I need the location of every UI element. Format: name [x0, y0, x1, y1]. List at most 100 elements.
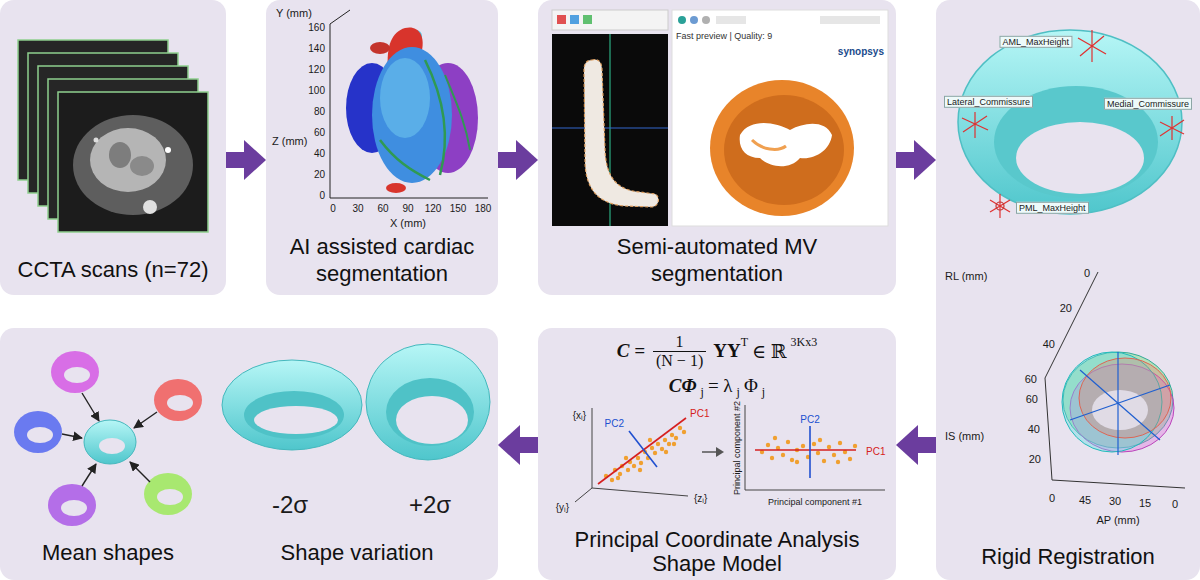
heart-model-axes [330, 10, 350, 24]
software-screenshot [610, 34, 611, 226]
landmark-label: PML_MaxHeight [1016, 202, 1089, 214]
landmark-label: Lateral_Commissure [944, 96, 1033, 108]
label-slot: -2σ [272, 491, 308, 519]
flow-arrow [520, 437, 538, 453]
data-points [795, 460, 799, 464]
software-screenshot [552, 128, 668, 129]
registration-axes [1045, 378, 1052, 480]
variation-shape [396, 396, 468, 444]
label-slot: Lateral_Commissure [944, 91, 1033, 109]
label-slot: AML_MaxHeight [999, 31, 1072, 49]
subject-shape [14, 351, 202, 526]
axis-title: Y (mm) [276, 7, 312, 20]
caption-slot: Semi-automated MV segmentation [587, 234, 847, 287]
principal-axis [598, 418, 686, 484]
data-points [624, 456, 628, 460]
data-points [853, 444, 857, 448]
variation-shape [222, 360, 362, 450]
ct-slice-stack [94, 138, 99, 143]
axis-title: IS (mm) [945, 430, 984, 443]
label-slot: 0 [330, 198, 336, 216]
annulus-model [1016, 122, 1144, 194]
axis-title: X (mm) [390, 217, 426, 230]
label-slot: +2σ [409, 491, 451, 519]
averaging-arrow [62, 393, 157, 486]
ui-logo: synopsys [838, 46, 884, 58]
landmark-marker [962, 30, 1184, 218]
tick-label: 40 [1043, 338, 1055, 351]
subject-shape [48, 484, 96, 526]
caption-slot: Rigid Registration [936, 544, 1200, 570]
landmark-label: Medial_Commissure [1104, 98, 1192, 110]
registered-overlay [1080, 370, 1160, 440]
heart-model [346, 63, 398, 153]
software-screenshot [678, 16, 686, 24]
data-points [620, 464, 624, 468]
landmark-marker [1078, 38, 1106, 54]
data-points [643, 450, 647, 454]
component-label: PC1 [866, 446, 885, 458]
label-slot: 30 [1109, 491, 1121, 509]
registered-overlay [1070, 364, 1174, 452]
component-label: PC2 [605, 418, 624, 430]
software-screenshot [557, 15, 566, 24]
data-points [806, 455, 810, 459]
data-points [766, 443, 770, 447]
label-slot: 140 [308, 38, 325, 56]
step-panel: Rigid Registration [936, 0, 1200, 580]
transform-arrow [716, 447, 724, 457]
software-screenshot [820, 16, 880, 24]
label-slot: Fast preview | Quality: 9 [676, 25, 772, 43]
axis-label: {yᵢ} [556, 502, 569, 514]
variation-shape [366, 344, 490, 460]
tick-label: 160 [308, 22, 325, 34]
software-screenshot [702, 16, 710, 24]
annulus-model [958, 30, 1182, 214]
flow-arrow [918, 437, 936, 453]
landmark-marker [974, 112, 975, 138]
tick-label: 40 [1028, 423, 1040, 436]
pca-axes [745, 405, 746, 490]
data-points [638, 468, 642, 472]
caption-slot: Principal Coordinate Analysis Shape Mode… [557, 528, 877, 576]
data-points [790, 458, 794, 462]
component-label: PC1 [690, 408, 709, 420]
formula-term: YY [713, 340, 740, 362]
averaging-arrow [82, 393, 99, 421]
sigma-label: -2σ [272, 491, 308, 519]
landmark-marker [990, 200, 1010, 212]
averaging-arrow [62, 434, 82, 438]
tick-label: 60 [314, 127, 325, 139]
data-points [656, 442, 660, 446]
flow-arrow [226, 152, 244, 168]
sigma-label: +2σ [409, 491, 451, 519]
axis-label: {zᵢ} [694, 493, 707, 505]
subject-shape [144, 473, 192, 515]
caption-slot: CCTA scans (n=72) [0, 257, 226, 283]
formula-term: 1 [672, 333, 688, 351]
data-points [781, 453, 785, 457]
software-screenshot [570, 15, 579, 24]
label-slot: 160 [308, 17, 325, 35]
mean-shape [99, 438, 125, 454]
data-points [660, 447, 664, 451]
software-screenshot [672, 10, 888, 226]
pca-axes [592, 408, 593, 488]
software-screenshot [710, 80, 854, 216]
data-points [639, 461, 643, 465]
label-slot: {zᵢ} [694, 488, 707, 506]
pca-axes [575, 488, 592, 502]
tick-label: 0 [1049, 492, 1055, 505]
label-slot: PC1 [690, 403, 709, 421]
label-slot: 90 [402, 198, 413, 216]
label-slot: 30 [352, 198, 363, 216]
data-points [672, 442, 676, 446]
data-points [827, 445, 831, 449]
formula-term: CΦ [669, 375, 697, 397]
flow-arrow [896, 152, 914, 168]
registration-axes [1052, 480, 1185, 488]
subject-shape [51, 351, 99, 393]
data-points [664, 450, 668, 454]
ct-slice-stack [18, 40, 208, 232]
